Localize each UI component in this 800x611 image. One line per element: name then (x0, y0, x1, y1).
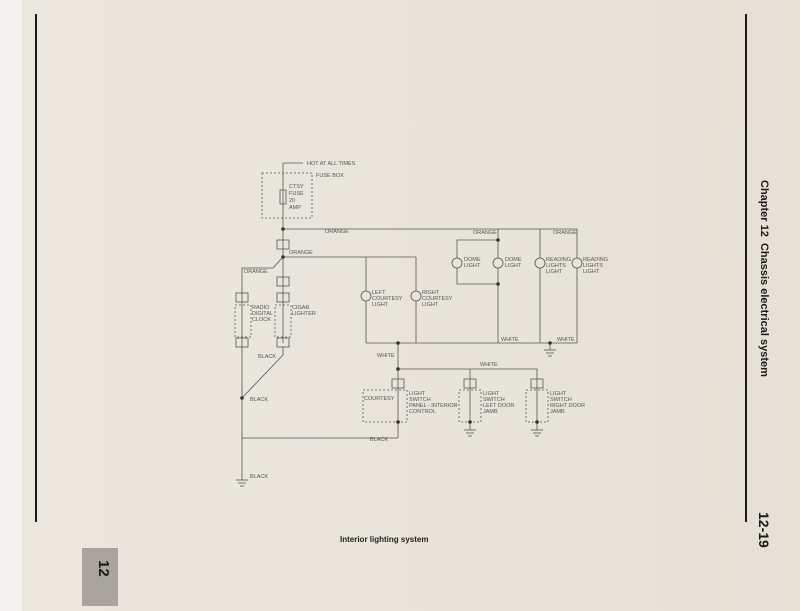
radio-2: DIGITAL (252, 311, 273, 317)
read2-2: LIGHTS (583, 263, 603, 269)
dome2-1: DOME (505, 257, 522, 263)
sw-left-2: SWITCH (483, 397, 505, 403)
read2-3: LIGHT (583, 269, 600, 275)
read1-1: READING (546, 257, 571, 263)
wire-black-3: BLACK (370, 437, 388, 443)
lc-3: LIGHT (372, 302, 389, 308)
page-edge (0, 0, 22, 611)
sw-right-2: SWITCH (550, 397, 572, 403)
cigar-1: CIGAR (292, 305, 309, 311)
cigar-2: LIGHTER (292, 311, 316, 317)
wire-orange-main: ORANGE (325, 229, 349, 235)
wire-orange-5: ORANGE (553, 230, 577, 236)
manual-page (22, 0, 800, 611)
fuse-box-label: FUSE BOX (316, 173, 344, 179)
hot-label: HOT AT ALL TIMES (307, 161, 356, 167)
read2-1: READING (583, 257, 608, 263)
fuse-line-2: FUSE (289, 191, 304, 197)
wire-white-1: WHITE (501, 337, 519, 343)
sw-left-3: LEFT DOOR (483, 403, 514, 409)
chapter-tab (82, 548, 118, 606)
wire-black-4: BLACK (250, 474, 268, 480)
wire-orange-4: ORANGE (473, 230, 497, 236)
wire-black-2: BLACK (250, 397, 268, 403)
sw-right-4: JAMB (550, 409, 565, 415)
sw-panel-2: SWITCH (409, 397, 431, 403)
read1-2: LIGHTS (546, 263, 566, 269)
fuse-line-4: AMP (289, 205, 301, 211)
dome1-2: LIGHT (464, 263, 481, 269)
rc-1: RIGHT (422, 290, 440, 296)
sw-panel-1: LIGHT (409, 391, 426, 397)
sw-right-3: RIGHT DOOR (550, 403, 585, 409)
lc-2: COURTESY (372, 296, 403, 302)
rc-2: COURTESY (422, 296, 453, 302)
radio-1: RADIO (252, 305, 270, 311)
courtesy-box-label: COURTESY (364, 396, 395, 402)
sw-left-4: JAMB (483, 409, 498, 415)
wire-white-3: WHITE (377, 353, 395, 359)
wire-black-1: BLACK (258, 354, 276, 360)
dome2-2: LIGHT (505, 263, 522, 269)
left-margin-rule (35, 14, 37, 522)
radio-3: CLOCK (252, 317, 271, 323)
wire-orange-3: ORANGE (244, 269, 268, 275)
rc-3: LIGHT (422, 302, 439, 308)
read1-3: LIGHT (546, 269, 563, 275)
fuse-line-1: CTSY (289, 184, 304, 190)
lc-1: LEFT (372, 290, 386, 296)
sw-left-1: LIGHT (483, 391, 500, 397)
right-margin-rule (745, 14, 747, 522)
wire-white-4: WHITE (480, 362, 498, 368)
sw-panel-4: CONTROL (409, 409, 436, 415)
fuse-line-3: 20 (289, 198, 295, 204)
figure-caption: Interior lighting system (340, 535, 429, 544)
wire-orange-2: ORANGE (289, 250, 313, 256)
sw-panel-3: PANEL - INTERIOR (409, 403, 458, 409)
wire-white-2: WHITE (557, 337, 575, 343)
dome1-1: DOME (464, 257, 481, 263)
sw-right-1: LIGHT (550, 391, 567, 397)
